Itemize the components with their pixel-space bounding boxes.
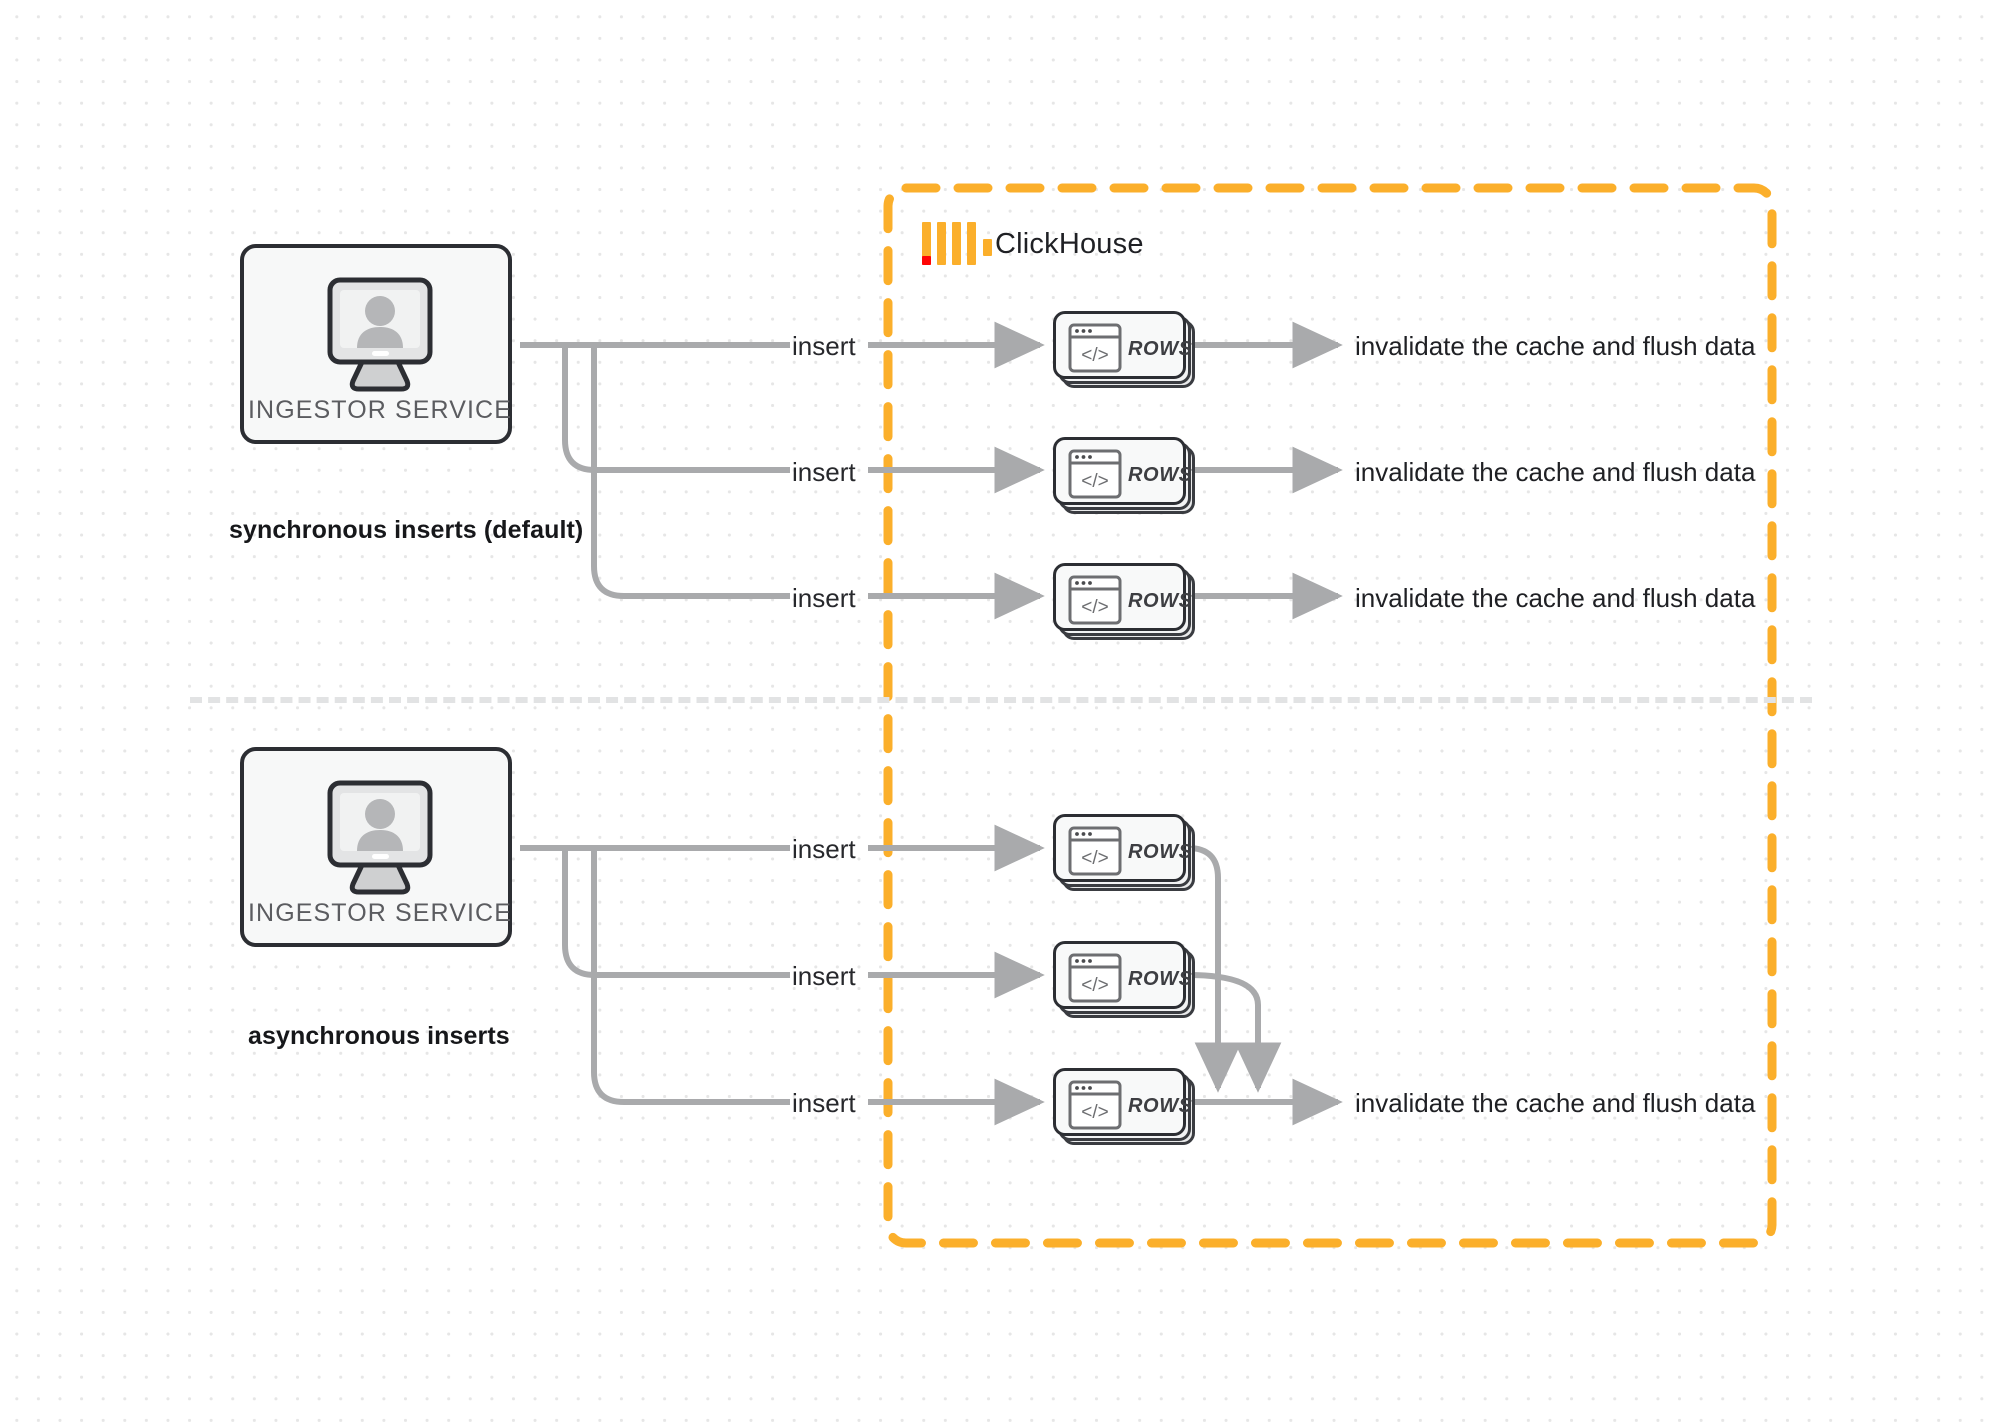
insert-label-sync-3: insert — [792, 583, 856, 613]
flush-label-async-merged: invalidate the cache and flush data — [1355, 1088, 1756, 1118]
ingestor-service-box-async[interactable]: INGESTOR SERVICE — [240, 747, 512, 947]
insert-label-sync-2: insert — [792, 457, 856, 487]
section-title-sync: synchronous inserts (default) — [229, 516, 584, 544]
code-window-icon: </> — [1068, 575, 1122, 625]
rows-card-async-2[interactable]: </> ROWS — [1053, 941, 1195, 1018]
flush-label-sync-3: invalidate the cache and flush data — [1355, 583, 1756, 613]
rows-card-sync-3[interactable]: </> ROWS — [1053, 563, 1195, 640]
rows-card-label: ROWS — [1128, 338, 1193, 360]
insert-label-async-2: insert — [792, 961, 856, 991]
rows-card-front: </> ROWS — [1053, 311, 1192, 379]
rows-card-sync-2[interactable]: </> ROWS — [1053, 437, 1195, 514]
flush-label-sync-1: invalidate the cache and flush data — [1355, 331, 1756, 361]
flush-label-sync-2: invalidate the cache and flush data — [1355, 457, 1756, 487]
brand-name: ClickHouse — [995, 228, 1144, 260]
connector-sync-branch-2 — [562, 345, 790, 473]
ingestor-service-label-sync: INGESTOR SERVICE — [248, 396, 512, 424]
connector-async-branch-3 — [591, 848, 790, 1105]
rows-card-label: ROWS — [1128, 464, 1193, 486]
clickhouse-boundary-box — [883, 183, 1777, 1248]
rows-card-front: </> ROWS — [1053, 437, 1192, 505]
code-window-icon: </> — [1068, 826, 1122, 876]
code-window-icon: </> — [1068, 323, 1122, 373]
rows-card-label: ROWS — [1128, 841, 1193, 863]
connector-async-branch-2 — [562, 848, 790, 978]
rows-card-sync-1[interactable]: </> ROWS — [1053, 311, 1195, 388]
rows-card-front: </> ROWS — [1053, 563, 1192, 631]
ingestor-service-label-async: INGESTOR SERVICE — [248, 899, 512, 927]
code-window-icon: </> — [1068, 449, 1122, 499]
monitor-user-icon — [327, 780, 433, 895]
insert-label-sync-1: insert — [792, 331, 856, 361]
ingestor-service-box-sync[interactable]: INGESTOR SERVICE — [240, 244, 512, 444]
svg-text:</>: </> — [1081, 471, 1108, 492]
rows-card-async-3[interactable]: </> ROWS — [1053, 1068, 1195, 1145]
insert-label-async-3: insert — [792, 1088, 856, 1118]
svg-text:</>: </> — [1081, 848, 1108, 869]
connector-async-merge-2 — [1187, 972, 1282, 1093]
rows-card-front: </> ROWS — [1053, 941, 1192, 1009]
svg-text:</>: </> — [1081, 975, 1108, 996]
insert-label-async-1: insert — [792, 834, 856, 864]
connector-sync-branch-3 — [591, 345, 790, 599]
rows-card-label: ROWS — [1128, 968, 1193, 990]
rows-card-label: ROWS — [1128, 590, 1193, 612]
clickhouse-logo-icon — [922, 222, 992, 274]
rows-card-front: </> ROWS — [1053, 814, 1192, 882]
rows-card-label: ROWS — [1128, 1095, 1193, 1117]
svg-text:</>: </> — [1081, 345, 1108, 366]
rows-card-async-1[interactable]: </> ROWS — [1053, 814, 1195, 891]
svg-text:</>: </> — [1081, 1102, 1108, 1123]
monitor-user-icon — [327, 277, 433, 392]
svg-text:</>: </> — [1081, 597, 1108, 618]
code-window-icon: </> — [1068, 1080, 1122, 1130]
section-title-async: asynchronous inserts — [248, 1022, 510, 1050]
section-divider — [190, 697, 1812, 703]
code-window-icon: </> — [1068, 953, 1122, 1003]
rows-card-front: </> ROWS — [1053, 1068, 1192, 1136]
